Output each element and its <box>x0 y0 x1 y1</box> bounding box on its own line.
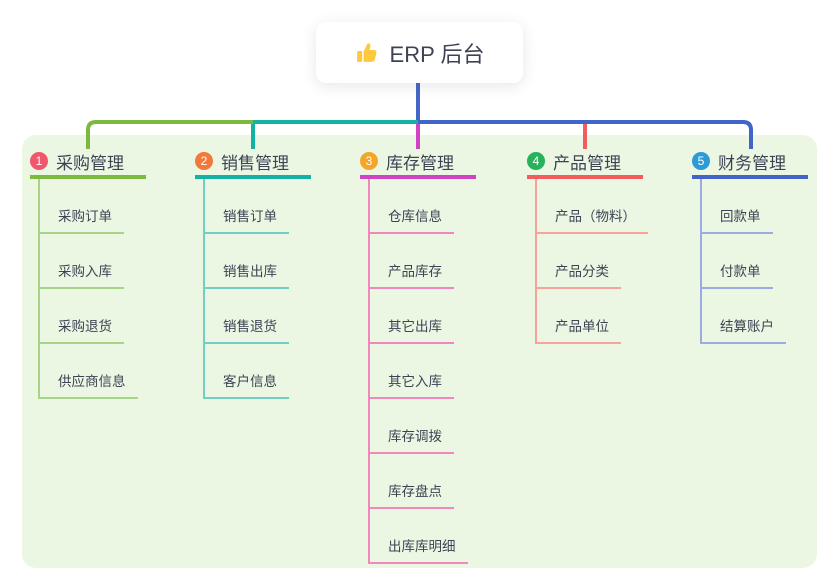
branch-node[interactable]: 3 库存管理 <box>360 150 520 173</box>
child-label: 其它入库 <box>370 370 454 399</box>
canvas-panel <box>22 135 817 568</box>
child-label: 采购订单 <box>40 205 124 234</box>
child-label: 产品库存 <box>370 260 454 289</box>
branch-underline <box>30 175 146 179</box>
thumbs-up-icon <box>355 40 380 65</box>
branch-underline <box>360 175 476 179</box>
branch-node[interactable]: 5 财务管理 <box>692 150 839 173</box>
branch-index-badge: 5 <box>692 152 710 170</box>
branch-index-badge: 3 <box>360 152 378 170</box>
child-node[interactable]: 库存调拨 <box>370 399 468 454</box>
child-label: 库存调拨 <box>370 425 454 454</box>
child-node[interactable]: 销售订单 <box>205 179 289 234</box>
branch-label: 产品管理 <box>553 153 621 173</box>
child-label: 出库库明细 <box>370 535 468 564</box>
child-node[interactable]: 其它出库 <box>370 289 468 344</box>
child-node[interactable]: 销售退货 <box>205 289 289 344</box>
branch-index-badge: 2 <box>195 152 213 170</box>
child-node[interactable]: 回款单 <box>702 179 786 234</box>
branch-label: 销售管理 <box>221 153 289 173</box>
child-node[interactable]: 结算账户 <box>702 289 786 344</box>
child-node[interactable]: 出库库明细 <box>370 509 468 564</box>
child-node[interactable]: 库存盘点 <box>370 454 468 509</box>
branch-index-badge: 4 <box>527 152 545 170</box>
branch-children: 销售订单销售出库销售退货客户信息 <box>203 179 289 399</box>
child-label: 回款单 <box>702 205 773 234</box>
child-label: 库存盘点 <box>370 480 454 509</box>
branch-label: 库存管理 <box>386 153 454 173</box>
child-label: 产品（物料） <box>537 205 648 234</box>
child-node[interactable]: 产品单位 <box>537 289 648 344</box>
branch-column: 4 产品管理 产品（物料） 产品分类产品单位 <box>527 150 687 344</box>
branch-column: 5 财务管理 回款单付款单结算账户 <box>692 150 839 344</box>
child-label: 销售订单 <box>205 205 289 234</box>
child-node[interactable]: 产品（物料） <box>537 179 648 234</box>
branch-node[interactable]: 2 销售管理 <box>195 150 355 173</box>
child-node[interactable]: 销售出库 <box>205 234 289 289</box>
branch-column: 3 库存管理 仓库信息产品库存其它出库其它入库库存调拨库存盘点出库库明细 <box>360 150 520 564</box>
child-label: 销售出库 <box>205 260 289 289</box>
root-node[interactable]: ERP 后台 <box>316 22 523 83</box>
branch-children: 仓库信息产品库存其它出库其它入库库存调拨库存盘点出库库明细 <box>368 179 468 564</box>
branch-label: 财务管理 <box>718 153 786 173</box>
child-label: 其它出库 <box>370 315 454 344</box>
child-label: 仓库信息 <box>370 205 454 234</box>
child-label: 客户信息 <box>205 370 289 399</box>
child-label: 供应商信息 <box>40 370 138 399</box>
child-node[interactable]: 付款单 <box>702 234 786 289</box>
branch-children: 采购订单采购入库采购退货供应商信息 <box>38 179 138 399</box>
branch-column: 2 销售管理 销售订单销售出库销售退货客户信息 <box>195 150 355 399</box>
branch-index-badge: 1 <box>30 152 48 170</box>
branch-children: 回款单付款单结算账户 <box>700 179 786 344</box>
child-node[interactable]: 采购入库 <box>40 234 138 289</box>
child-node[interactable]: 供应商信息 <box>40 344 138 399</box>
child-node[interactable]: 产品库存 <box>370 234 468 289</box>
branch-label: 采购管理 <box>56 153 124 173</box>
branch-column: 1 采购管理 采购订单采购入库采购退货供应商信息 <box>30 150 190 399</box>
child-label: 结算账户 <box>702 315 786 344</box>
branch-children: 产品（物料） 产品分类产品单位 <box>535 179 648 344</box>
child-node[interactable]: 产品分类 <box>537 234 648 289</box>
child-label: 采购退货 <box>40 315 124 344</box>
child-label: 产品分类 <box>537 260 621 289</box>
child-label: 付款单 <box>702 260 773 289</box>
branch-underline <box>692 175 808 179</box>
branch-node[interactable]: 1 采购管理 <box>30 150 190 173</box>
child-node[interactable]: 采购订单 <box>40 179 138 234</box>
branch-underline <box>195 175 311 179</box>
child-node[interactable]: 客户信息 <box>205 344 289 399</box>
child-label: 销售退货 <box>205 315 289 344</box>
child-node[interactable]: 其它入库 <box>370 344 468 399</box>
child-node[interactable]: 采购退货 <box>40 289 138 344</box>
branch-underline <box>527 175 643 179</box>
root-label: ERP 后台 <box>389 41 485 67</box>
child-label: 采购入库 <box>40 260 124 289</box>
branch-node[interactable]: 4 产品管理 <box>527 150 687 173</box>
child-node[interactable]: 仓库信息 <box>370 179 468 234</box>
child-label: 产品单位 <box>537 315 621 344</box>
